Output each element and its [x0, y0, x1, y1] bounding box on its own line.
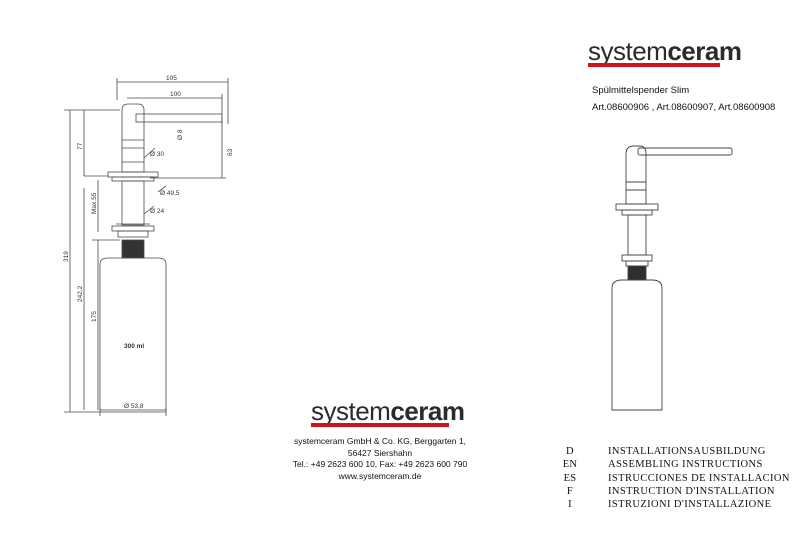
brand-light: system [311, 396, 391, 426]
dim-d53: Ø 53,8 [124, 403, 144, 410]
language-row-d: D INSTALLATIONSAUSBILDUNG [556, 445, 790, 458]
pump-head [121, 103, 145, 173]
language-title: INSTRUCTION D'INSTALLATION [608, 485, 775, 497]
technical-drawing: 105 100 Ø 8 63 77 Ø 30 Ø 49,5 Max.55 Ø 2… [63, 75, 234, 416]
product-name: Spülmittelspender Slim [592, 85, 690, 96]
company-line-2: 56427 Siershahn [347, 447, 413, 458]
dim-100: 100 [170, 91, 181, 98]
language-title: ASSEMBLING INSTRUCTIONS [608, 459, 763, 471]
bottle [99, 257, 167, 411]
language-code: EN [562, 459, 578, 471]
language-code: ES [563, 472, 577, 484]
language-row-en: EN ASSEMBLING INSTRUCTIONS [556, 458, 790, 471]
company-line-4: www.systemceram.de [338, 470, 422, 481]
company-line-1: systemceram GmbH & Co. KG, Berggarten 1, [294, 436, 466, 446]
dim-319: 319 [63, 251, 70, 262]
dim-max55: Max.55 [91, 192, 98, 214]
brand-logo-right: systemceram [588, 36, 742, 67]
brand-bold: ceram [667, 36, 742, 66]
product-info: Spülmittelspender Slim Art.08600906 , Ar… [592, 82, 775, 116]
language-row-es: ES ISTRUCCIONES DE INSTALLACION [556, 472, 790, 485]
dim-77: 77 [77, 142, 84, 150]
language-code: D [566, 446, 574, 457]
language-title: ISTRUCCIONES DE INSTALLACION [608, 472, 790, 484]
product-illustration [611, 145, 733, 411]
thread [121, 239, 145, 259]
language-row-f: F INSTRUCTION D'INSTALLATION [556, 485, 790, 498]
language-row-i: I ISTRUZIONI D'INSTALLAZIONE [556, 498, 790, 511]
language-title: ISTRUZIONI D'INSTALLAZIONE [608, 499, 772, 511]
language-code: I [568, 499, 572, 511]
dim-d8: Ø 8 [177, 129, 184, 140]
brand-bar-right [588, 63, 720, 67]
product-articles: Art.08600906 , Art.08600907, Art.0860090… [592, 102, 776, 113]
company-block: systemceram GmbH & Co. KG, Berggarten 1,… [280, 436, 480, 482]
language-title: INSTALLATIONSAUSBILDUNG [608, 446, 766, 457]
brand-light: system [588, 36, 668, 66]
shank [121, 180, 145, 226]
brand-logo-center: systemceram [311, 396, 465, 427]
language-list: D INSTALLATIONSAUSBILDUNG EN ASSEMBLING … [556, 445, 790, 511]
dim-63: 63 [227, 148, 234, 156]
dim-d24: Ø 24 [150, 208, 164, 215]
company-line-3: Tel.: +49 2623 600 10, Fax: +49 2623 600… [292, 459, 468, 469]
dim-105: 105 [166, 75, 177, 82]
dim-d30: Ø 30 [150, 151, 164, 158]
volume-label: 300 ml [124, 343, 144, 350]
brand-bar-center [311, 423, 449, 427]
dim-d49: Ø 49,5 [160, 190, 180, 197]
dim-242: 242,2 [77, 285, 84, 302]
language-code: F [566, 485, 574, 497]
brand-bold: ceram [390, 396, 465, 426]
spout [135, 113, 223, 123]
flange [107, 171, 159, 178]
dim-175: 175 [91, 311, 98, 322]
